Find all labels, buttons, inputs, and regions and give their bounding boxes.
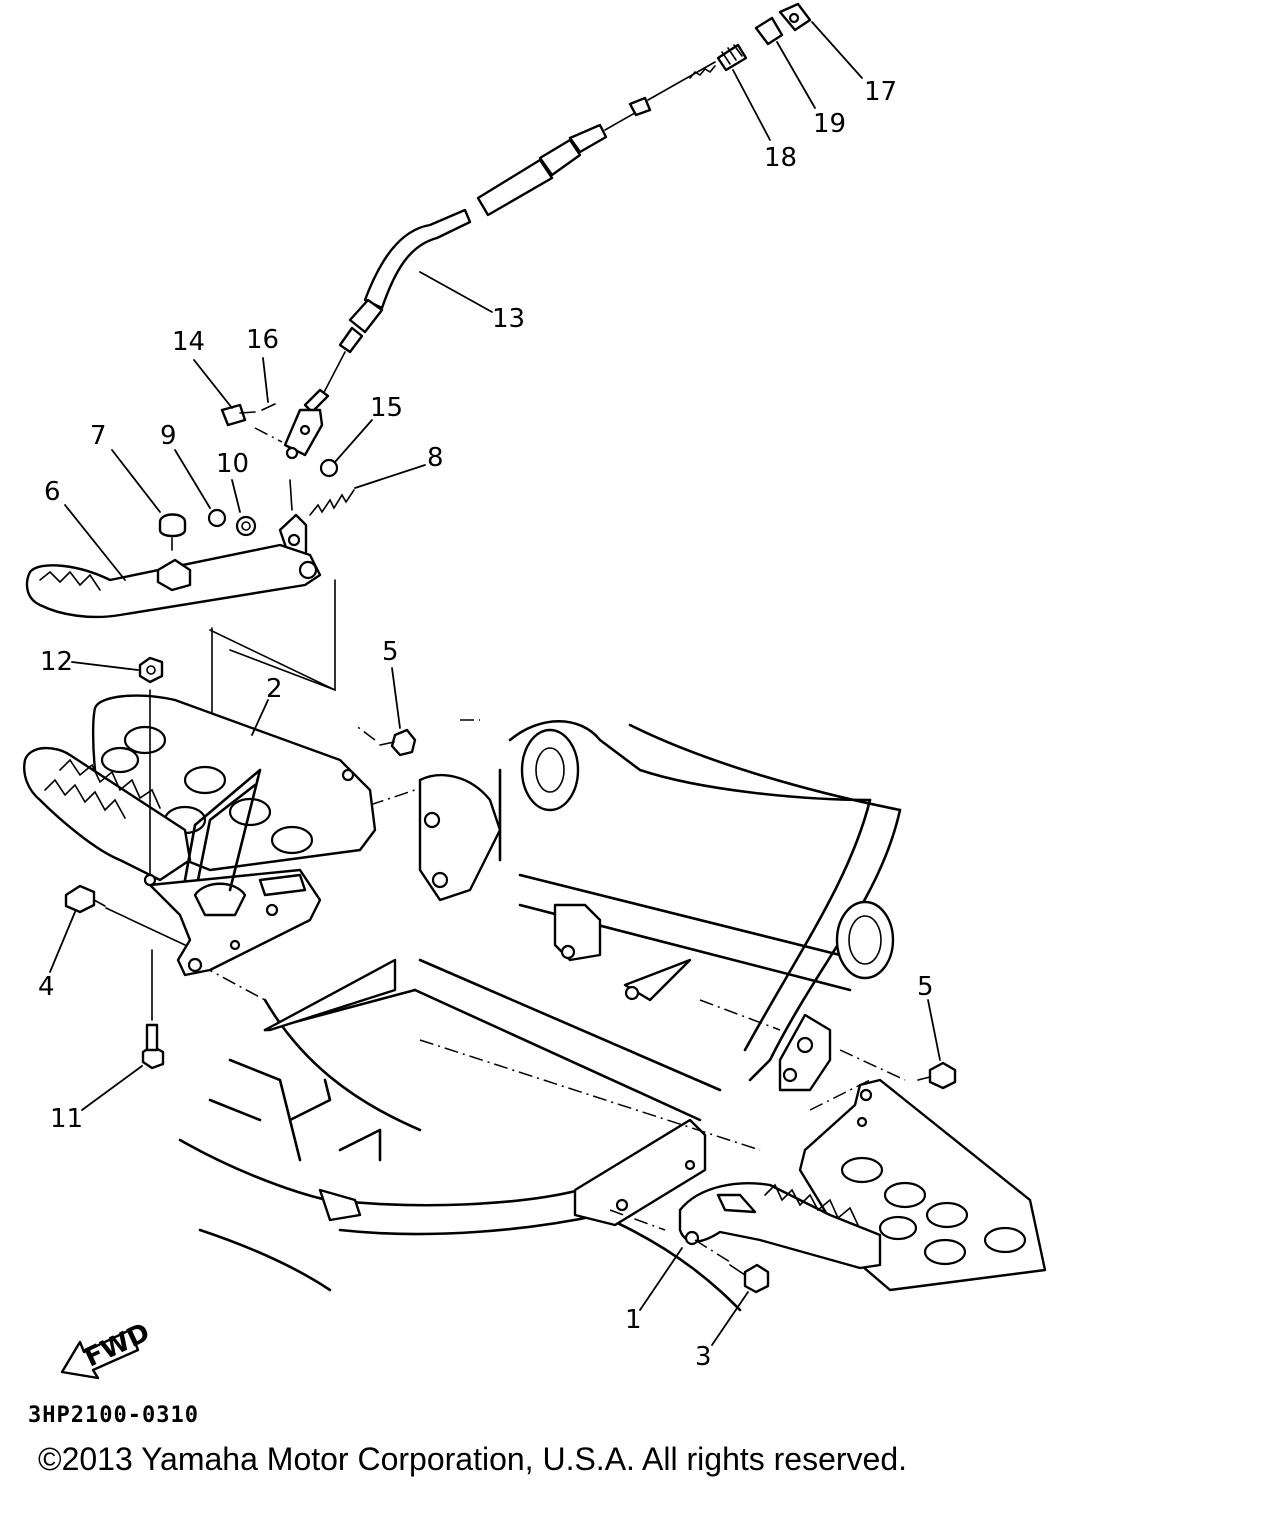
- callout-19: 19: [813, 109, 846, 139]
- callout-17: 17: [864, 77, 897, 107]
- cotter-pin-16: [261, 403, 276, 411]
- callout-1: 1: [625, 1305, 642, 1335]
- callout-16: 16: [246, 325, 279, 355]
- callout-6: 6: [44, 477, 61, 507]
- cable-end-19: [754, 16, 784, 46]
- left-footpeg: [23, 746, 192, 882]
- callout-5-right: 5: [917, 972, 934, 1002]
- bolt-5-left: [390, 728, 417, 757]
- clip-9: [207, 508, 227, 528]
- footpeg-mount-plate: [148, 868, 322, 977]
- bolt-5-right: [928, 1061, 957, 1090]
- washer-10: [235, 515, 257, 537]
- callout-13: 13: [492, 304, 525, 334]
- washer-15: [319, 458, 339, 478]
- brake-cable: [303, 61, 716, 414]
- right-footpeg: [678, 1182, 882, 1270]
- vehicle-frame: [178, 719, 906, 1312]
- callout-leaders: [49, 21, 941, 1346]
- fwd-label: FWD: [80, 1318, 154, 1374]
- spring-18: [716, 43, 748, 72]
- fwd-arrow: FWD: [60, 1318, 155, 1380]
- callout-9: 9: [160, 421, 177, 451]
- pin-14: [220, 403, 247, 427]
- callout-5-left: 5: [382, 637, 399, 667]
- brake-clevis: [283, 408, 324, 460]
- callout-12: 12: [40, 647, 73, 677]
- callout-10: 10: [216, 449, 249, 479]
- callout-8: 8: [427, 443, 444, 473]
- callout-7: 7: [90, 421, 107, 451]
- bolt-4: [64, 884, 96, 914]
- callout-4: 4: [38, 972, 55, 1002]
- diagram-code: 3HP2100-0310: [28, 1403, 199, 1428]
- spring-8: [309, 489, 355, 516]
- callout-14: 14: [172, 327, 205, 357]
- callout-3: 3: [695, 1342, 712, 1372]
- nut-12: [138, 656, 164, 684]
- copyright-notice: ©2013 Yamaha Motor Corporation, U.S.A. A…: [38, 1441, 908, 1477]
- callout-15: 15: [370, 393, 403, 423]
- bolt-3: [743, 1263, 770, 1294]
- callout-11: 11: [50, 1104, 83, 1134]
- callout-18: 18: [764, 143, 797, 173]
- callout-2: 2: [266, 674, 283, 704]
- brake-pedal: [25, 543, 322, 619]
- stopper-7: [158, 513, 187, 538]
